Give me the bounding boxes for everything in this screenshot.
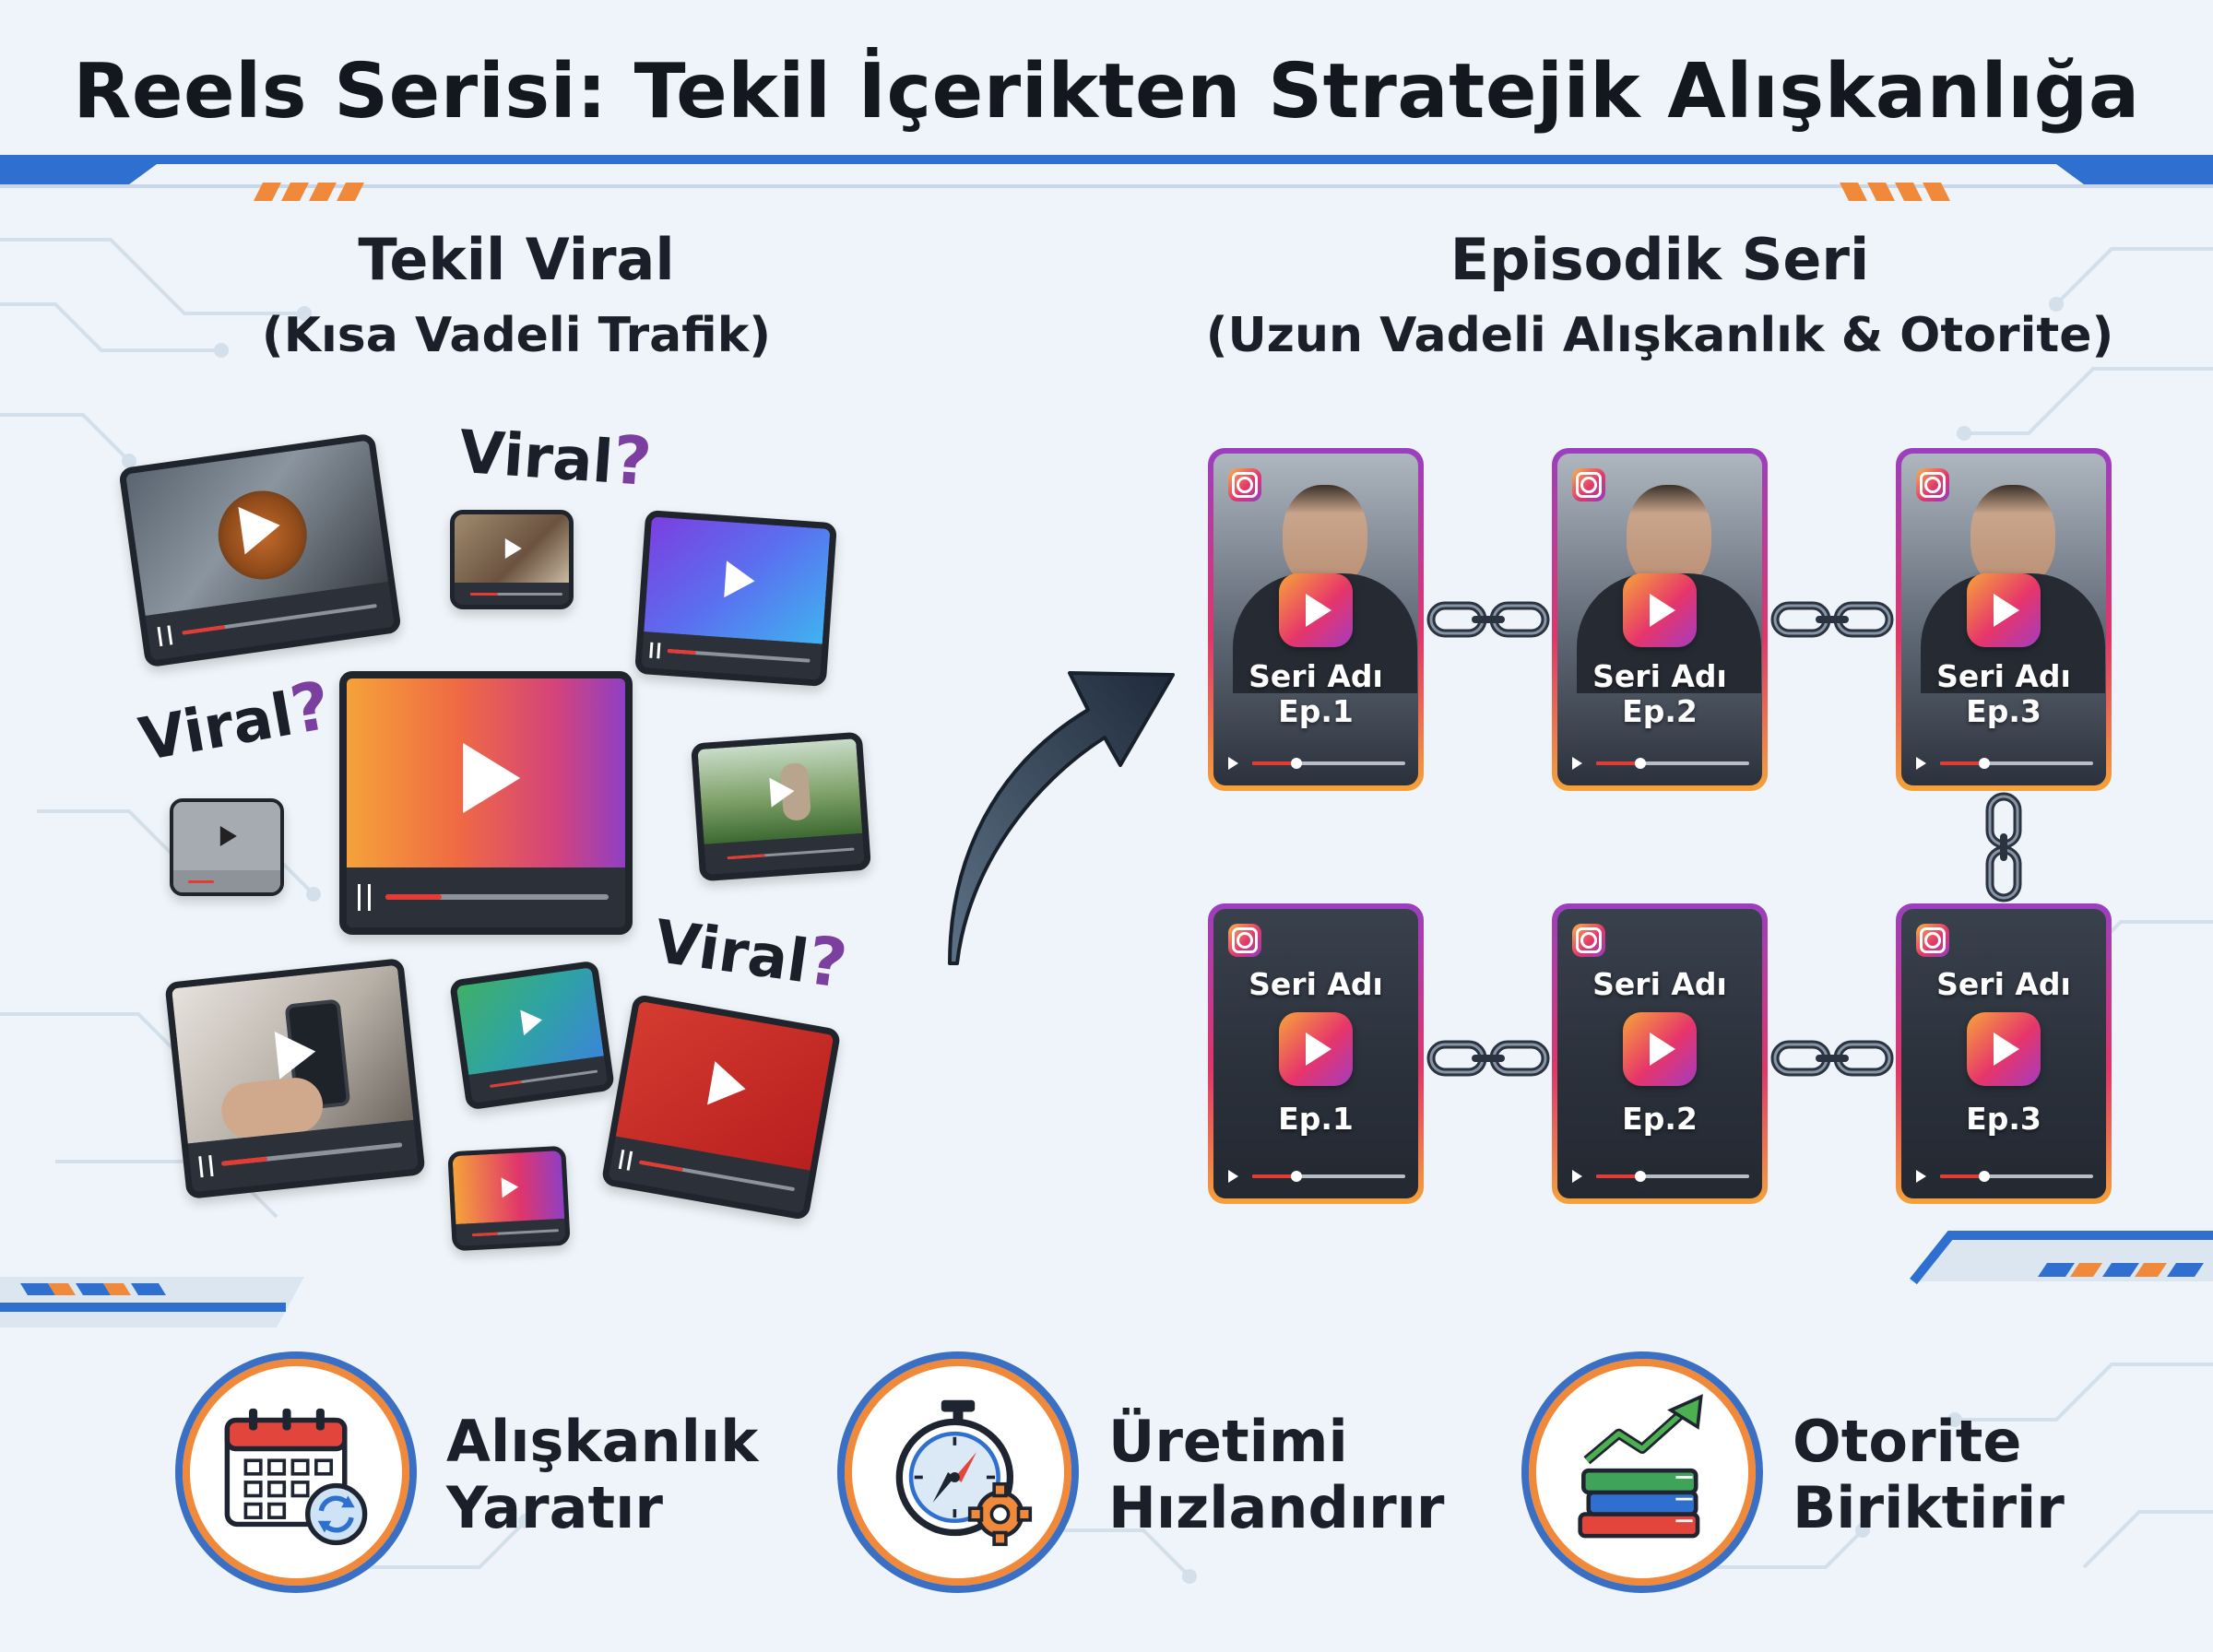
video-thumbnail-red — [600, 993, 842, 1221]
presenter-image — [1283, 485, 1367, 588]
episode-number: Ep.2 — [1622, 693, 1698, 729]
video-thumbnail-small-brown — [450, 510, 574, 609]
presenter-image — [1970, 485, 2055, 588]
play-button-icon[interactable] — [1967, 573, 2041, 647]
transition-arrow — [948, 671, 1175, 965]
episode-number: Ep.2 — [1622, 1101, 1698, 1137]
chain-link-icon — [1985, 792, 2022, 903]
benefit-line1: Alışkanlık — [446, 1408, 759, 1475]
episode-card-row2-ep1[interactable]: Seri Adı Ep.1 — [1208, 903, 1424, 1204]
instagram-icon — [1916, 924, 1949, 957]
benefit-speed-label: Üretimi Hızlandırır — [1108, 1409, 1445, 1541]
episode-series-name: Seri Adı — [1249, 966, 1383, 1002]
benefit-habit-circle — [175, 1351, 417, 1593]
episode-card-row2-ep3[interactable]: Seri Adı Ep.3 — [1896, 903, 2112, 1204]
episode-progress-bar[interactable] — [1916, 1169, 2093, 1184]
episode-card-row1-ep1[interactable]: Seri Adı Ep.1 — [1208, 448, 1424, 791]
episode-series-name: Seri Adı — [1249, 658, 1383, 694]
episode-series-name: Seri Adı — [1592, 966, 1727, 1002]
stopwatch-gear-icon — [895, 1399, 1033, 1547]
video-thumbnail-purple-blue — [634, 509, 837, 688]
benefit-line2: Hızlandırır — [1108, 1474, 1445, 1541]
chain-link-icon — [1426, 601, 1550, 638]
episode-card-row1-ep3[interactable]: Seri Adı Ep.3 — [1896, 448, 2112, 791]
left-column-heading: Tekil Viral (Kısa Vadeli Trafik) — [212, 226, 821, 363]
instagram-icon — [1228, 468, 1261, 502]
question-mark: ? — [609, 420, 655, 502]
benefit-line2: Yaratır — [446, 1474, 663, 1541]
episode-progress-bar[interactable] — [1228, 756, 1405, 771]
right-heading-subtitle: (Uzun Vadeli Alışkanlık & Otorite) — [1205, 308, 2114, 363]
video-thumbnail-small-gradient — [447, 1145, 571, 1252]
play-button-icon[interactable] — [1967, 1012, 2041, 1086]
video-thumbnail-field — [690, 731, 872, 882]
right-heading-title: Episodik Seri — [1450, 226, 1870, 293]
episode-series-name: Seri Adı — [1936, 658, 2071, 694]
play-button-icon[interactable] — [1279, 1012, 1353, 1086]
calendar-refresh-icon — [224, 1408, 368, 1546]
instagram-icon — [1572, 924, 1605, 957]
benefit-line2: Biriktirir — [1793, 1474, 2065, 1541]
benefit-authority-label: Otorite Biriktirir — [1793, 1409, 2065, 1541]
viral-question-label-1: Viral? — [456, 410, 654, 501]
header-divider — [0, 155, 2213, 201]
video-thumbnail-phone-hands — [164, 958, 426, 1199]
episode-number: Ep.3 — [1966, 693, 2041, 729]
left-heading-subtitle: (Kısa Vadeli Trafik) — [261, 308, 772, 363]
chain-link-icon — [1426, 1040, 1550, 1077]
benefit-habit-label: Alışkanlık Yaratır — [446, 1409, 758, 1541]
episode-card-row1-ep2[interactable]: Seri Adı Ep.2 — [1552, 448, 1768, 791]
benefit-line1: Üretimi — [1108, 1408, 1348, 1475]
benefit-line1: Otorite — [1793, 1408, 2022, 1475]
episode-series-name: Seri Adı — [1936, 966, 2071, 1002]
instagram-icon — [1228, 924, 1261, 957]
video-thumbnail-teal — [448, 960, 616, 1111]
viral-word: Viral — [456, 418, 616, 498]
right-column-heading: Episodik Seri (Uzun Vadeli Alışkanlık & … — [1162, 226, 2158, 363]
episode-progress-bar[interactable] — [1572, 756, 1749, 771]
episode-card-row2-ep2[interactable]: Seri Adı Ep.2 — [1552, 903, 1768, 1204]
left-heading-title: Tekil Viral — [358, 226, 675, 293]
video-thumbnail-grey — [170, 798, 284, 896]
video-thumbnail-food — [118, 432, 402, 668]
episode-number: Ep.1 — [1278, 693, 1354, 729]
chain-link-icon — [1770, 1040, 1894, 1077]
books-growth-arrow-icon — [1578, 1394, 1703, 1539]
play-button-icon[interactable] — [1623, 1012, 1697, 1086]
episode-series-name: Seri Adı — [1592, 658, 1727, 694]
benefit-speed-circle — [837, 1351, 1079, 1593]
instagram-icon — [1572, 468, 1605, 502]
play-button-icon[interactable] — [1279, 573, 1353, 647]
episode-progress-bar[interactable] — [1228, 1169, 1405, 1184]
page-title: Reels Serisi: Tekil İçerikten Stratejik … — [73, 48, 2140, 136]
play-button-icon[interactable] — [1623, 573, 1697, 647]
instagram-icon — [1916, 468, 1949, 502]
episode-progress-bar[interactable] — [1572, 1169, 1749, 1184]
episode-progress-bar[interactable] — [1916, 756, 2093, 771]
episode-number: Ep.3 — [1966, 1101, 2041, 1137]
benefit-authority-circle — [1521, 1351, 1763, 1593]
presenter-image — [1627, 485, 1711, 588]
video-thumbnail-main-gradient — [339, 671, 633, 935]
chain-link-icon — [1770, 601, 1894, 638]
episode-number: Ep.1 — [1278, 1101, 1354, 1137]
